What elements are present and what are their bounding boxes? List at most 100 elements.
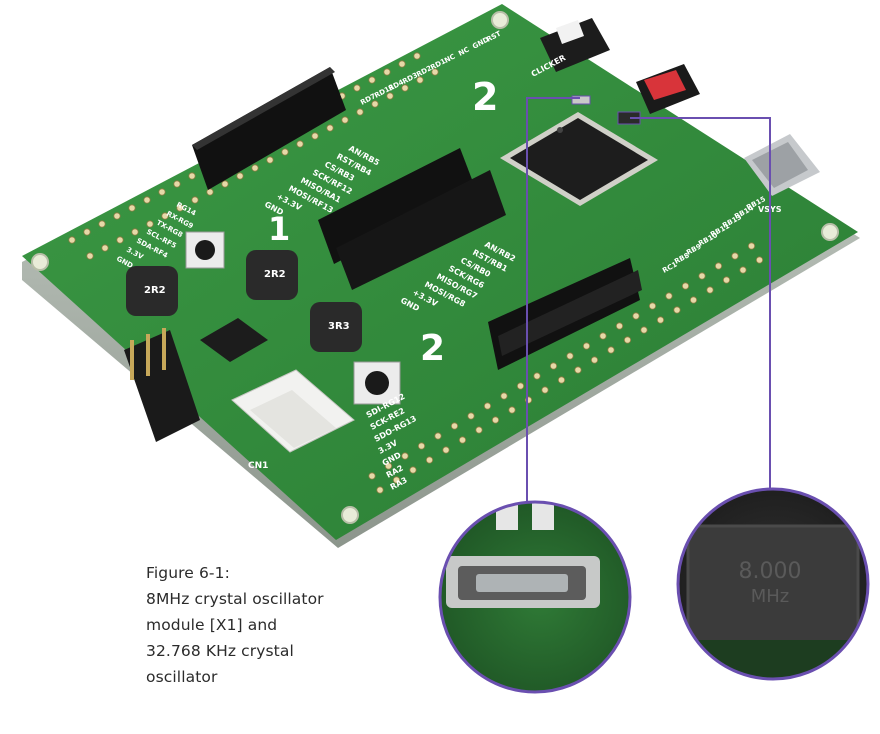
header-pad [739, 266, 747, 274]
header-pad [566, 352, 574, 360]
header-pad [326, 124, 334, 132]
header-pad [607, 346, 615, 354]
figure-caption: Figure 6-1: 8MHz crystal oscillator modu… [146, 560, 376, 690]
header-pad [356, 108, 364, 116]
header-pad [116, 236, 124, 244]
header-pad [541, 386, 549, 394]
header-pad [191, 196, 199, 204]
header-pad [731, 252, 739, 260]
header-pad [236, 172, 244, 180]
header-pad [173, 180, 181, 188]
silkscreen-numbers: 1 2 2 [268, 75, 498, 369]
header-pad [508, 406, 516, 414]
header-pad [386, 92, 394, 100]
reset-button [636, 64, 700, 114]
header-pad [206, 188, 214, 196]
header-pad [128, 204, 136, 212]
header-pad [416, 76, 424, 84]
header-pad [143, 196, 151, 204]
header-pad [425, 456, 434, 464]
header-pad [590, 356, 599, 364]
header-pad [615, 322, 624, 330]
header-pad [442, 446, 450, 454]
header-pad [113, 212, 121, 220]
power-chip [200, 318, 268, 362]
pin-header-left [124, 328, 200, 442]
header-pad [483, 402, 492, 410]
connector-label: CN1 [248, 461, 268, 471]
header-pad [86, 252, 94, 260]
header-pad [401, 84, 409, 92]
header-pad [632, 312, 640, 320]
header-pad [475, 426, 483, 434]
header-pad [68, 236, 76, 244]
header-pad [158, 188, 166, 196]
mcu-chip [500, 112, 658, 206]
header-pad [549, 362, 558, 370]
socket-2-number: 2 [420, 328, 445, 369]
inductor-mark: 2R2 [144, 285, 166, 296]
header-pad [392, 476, 401, 484]
header-pad [341, 116, 349, 124]
header-pad [516, 382, 525, 390]
header-pad [371, 100, 379, 108]
header-pad [640, 326, 648, 334]
mounting-holes [31, 11, 839, 524]
header-pad [648, 302, 657, 310]
zoom-crystal-8mhz: 8.000 MHz [676, 487, 870, 681]
crystal-marking-line1: 8.000 [739, 559, 802, 584]
header-pad [131, 228, 139, 236]
inductor-mark: 2R2 [264, 269, 286, 280]
caption-line: Figure 6-1: [146, 564, 230, 582]
socket-1-number: 1 [268, 210, 290, 248]
header-pad [665, 292, 673, 300]
header-pad [146, 220, 154, 228]
header-pad [467, 412, 475, 420]
socket-1b-header [318, 148, 506, 290]
header-pad [458, 436, 467, 444]
header-pad [368, 472, 376, 480]
callout-lines [526, 97, 771, 512]
header-pad [450, 422, 459, 430]
header-pad [714, 262, 723, 270]
header-pad [689, 296, 698, 304]
inductors: 2R2 2R2 3R3 [126, 250, 362, 352]
header-pad [281, 148, 289, 156]
header-pad [376, 486, 384, 494]
header-pad [176, 204, 184, 212]
slide-switch [540, 18, 610, 72]
header-pad [296, 140, 304, 148]
zoom-crystal-32khz [438, 500, 632, 694]
header-pad [500, 392, 508, 400]
header-pad [353, 84, 361, 92]
header-pad [383, 68, 391, 76]
caption-line: 32.768 KHz crystal [146, 642, 294, 660]
header-pad [384, 462, 393, 470]
header-pads [68, 52, 764, 494]
header-pad [582, 342, 591, 350]
battery-connector [231, 369, 355, 453]
header-pad [409, 466, 417, 474]
header-pad [221, 180, 229, 188]
header-pad [413, 52, 421, 60]
header-pad [706, 286, 714, 294]
header-pad [434, 432, 442, 440]
crystal-x1-on-board [571, 95, 641, 125]
header-pad [251, 164, 259, 172]
usb-connector [744, 134, 820, 196]
caption-line: oscillator [146, 668, 218, 686]
header-pad [673, 306, 681, 314]
header-pad [722, 276, 731, 284]
header-pad [574, 366, 582, 374]
header-pad [431, 68, 439, 76]
header-pad [747, 242, 756, 250]
header-pad [398, 60, 406, 68]
header-pad [533, 372, 541, 380]
caption-line: module [X1] and [146, 616, 278, 634]
header-pad [401, 452, 409, 460]
header-pad [311, 132, 319, 140]
caption-line: 8MHz crystal oscillator [146, 590, 324, 608]
header-pad [266, 156, 274, 164]
